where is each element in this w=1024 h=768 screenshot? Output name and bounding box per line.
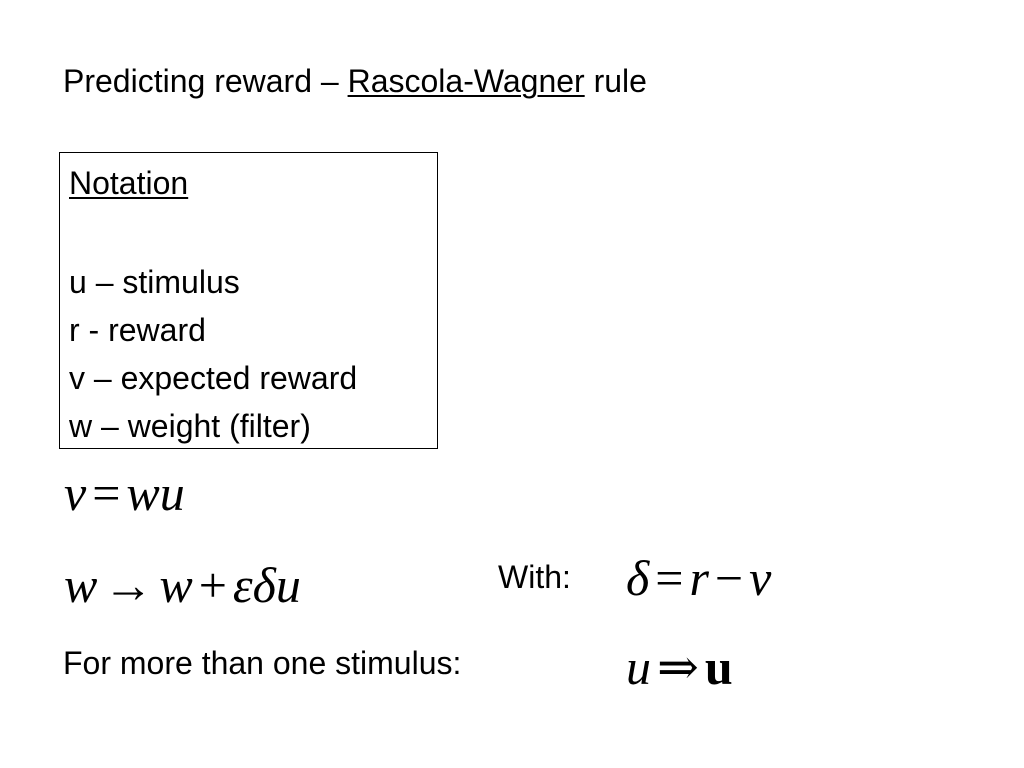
- title-suffix: rule: [584, 63, 647, 99]
- eq3-lhs: δ: [626, 550, 650, 606]
- eq3-rhs2: v: [749, 550, 772, 606]
- eq2-rhs2: εδu: [232, 557, 301, 613]
- notation-list: u – stimulus r - reward v – expected rew…: [69, 258, 357, 450]
- title-rescorla-wagner-link[interactable]: Rascola-Wagner: [347, 63, 585, 99]
- notation-box: [59, 152, 438, 449]
- eq1-rhs: wu: [126, 465, 185, 521]
- eq2-plus: +: [198, 557, 227, 613]
- eq4-lhs: u: [626, 639, 651, 695]
- eq3-equals: =: [655, 550, 684, 606]
- eq1-equals: =: [92, 465, 121, 521]
- title-prefix: Predicting reward –: [63, 63, 348, 99]
- equation-vector-stimulus: u⇒u: [626, 637, 733, 697]
- eq1-lhs: v: [64, 465, 87, 521]
- equation-expected-reward: v=wu: [64, 463, 185, 523]
- with-label: With:: [498, 559, 571, 595]
- notation-item-expected-reward: v – expected reward: [69, 360, 358, 396]
- equation-weight-update: w→w+εδu: [64, 555, 301, 615]
- eq4-rhs-vector: u: [704, 639, 733, 695]
- notation-item-stimulus: u – stimulus: [69, 264, 240, 300]
- more-than-one-stimulus-label: For more than one stimulus:: [63, 645, 462, 681]
- eq3-rhs1: r: [689, 550, 709, 606]
- slide-title: Predicting reward – Rascola-Wagner rule: [63, 61, 647, 101]
- eq2-lhs: w: [64, 557, 98, 613]
- notation-heading: Notation: [69, 165, 189, 201]
- equation-prediction-error: δ=r−v: [626, 548, 771, 608]
- eq4-implies: ⇒: [657, 639, 699, 695]
- eq2-arrow: →: [103, 557, 154, 613]
- eq3-minus: −: [714, 550, 744, 606]
- eq2-rhs1: w: [159, 557, 193, 613]
- notation-item-weight: w – weight (filter): [69, 408, 311, 444]
- notation-item-reward: r - reward: [69, 312, 206, 348]
